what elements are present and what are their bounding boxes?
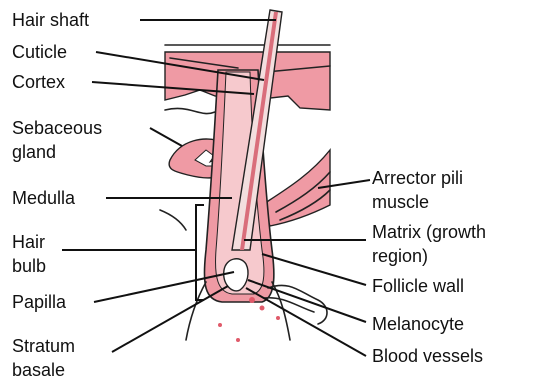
hair-bulb-bracket — [196, 205, 204, 300]
label-medulla: Medulla — [12, 188, 76, 208]
leader-follicle-wall — [262, 254, 366, 285]
label-hair-bulb-line2: bulb — [12, 256, 46, 276]
label-stratum-line2: basale — [12, 360, 65, 380]
label-matrix-line2: region) — [372, 246, 428, 266]
label-cuticle: Cuticle — [12, 42, 67, 62]
leader-stratum — [112, 286, 228, 352]
label-stratum-line1: Stratum — [12, 336, 75, 356]
label-matrix-line1: Matrix (growth — [372, 222, 486, 242]
leader-blood-vessels — [246, 288, 366, 356]
label-follicle-wall: Follicle wall — [372, 276, 464, 296]
label-sebaceous-line2: gland — [12, 142, 56, 162]
label-cortex: Cortex — [12, 72, 65, 92]
label-arrector-line1: Arrector pili — [372, 168, 463, 188]
label-hair-bulb-line1: Hair — [12, 232, 45, 252]
label-arrector-line2: muscle — [372, 192, 429, 212]
label-blood-vessels: Blood vessels — [372, 346, 483, 366]
label-sebaceous-line1: Sebaceous — [12, 118, 102, 138]
leader-sebaceous — [150, 128, 182, 146]
label-papilla: Papilla — [12, 292, 67, 312]
label-melanocyte: Melanocyte — [372, 314, 464, 334]
label-hair-shaft: Hair shaft — [12, 10, 89, 30]
